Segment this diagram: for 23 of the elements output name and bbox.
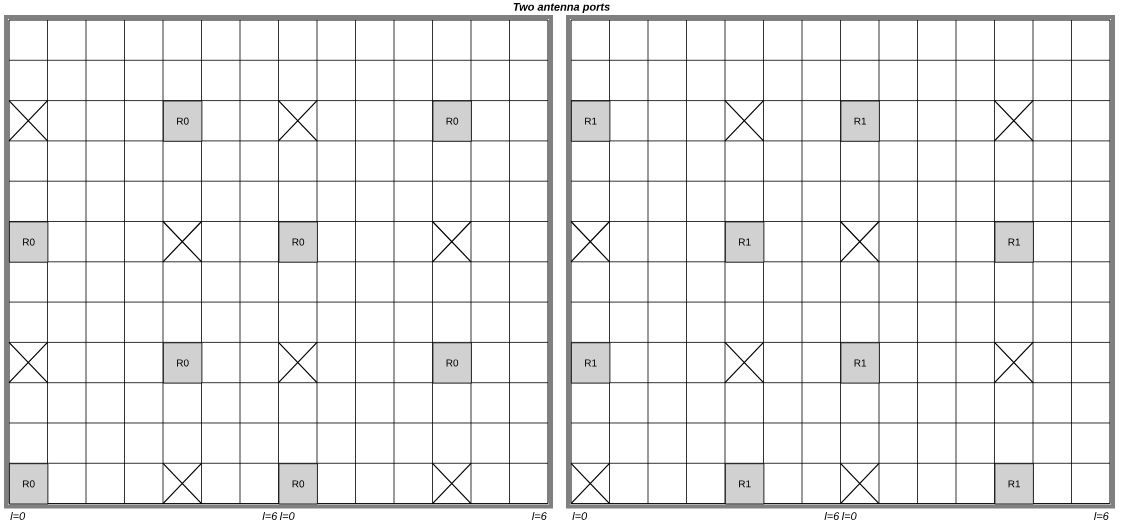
reference-signal-cell: R0 xyxy=(9,221,49,263)
symbol-index-label: l=0 xyxy=(572,511,588,521)
reference-signal-cell: R1 xyxy=(571,100,611,142)
reference-signal-cell: R0 xyxy=(278,463,318,505)
reference-signal-cell: R0 xyxy=(163,342,203,384)
reference-signal-cell: R0 xyxy=(432,100,472,142)
reference-signal-cell: R1 xyxy=(994,221,1034,263)
reference-signal-cell: R1 xyxy=(725,463,765,505)
reference-signal-cell: R1 xyxy=(994,463,1034,505)
symbol-index-label: l=6 xyxy=(1094,511,1109,521)
reference-signal-cell: R1 xyxy=(840,342,880,384)
symbol-index-label: l=6 xyxy=(824,511,840,521)
reference-signal-cell: R0 xyxy=(163,100,203,142)
reference-signal-cell: R1 xyxy=(840,100,880,142)
symbol-index-label: l=0 xyxy=(841,511,857,521)
reference-signal-cell: R0 xyxy=(432,342,472,384)
symbol-index-label: l=6 xyxy=(532,511,547,521)
reference-signal-cell: R0 xyxy=(9,463,49,505)
symbol-index-label: l=6 xyxy=(262,511,278,521)
reference-signal-cell: R1 xyxy=(571,342,611,384)
reference-signal-cell: R0 xyxy=(278,221,318,263)
diagram-title: Two antenna ports xyxy=(513,3,610,13)
reference-signal-cell: R1 xyxy=(725,221,765,263)
